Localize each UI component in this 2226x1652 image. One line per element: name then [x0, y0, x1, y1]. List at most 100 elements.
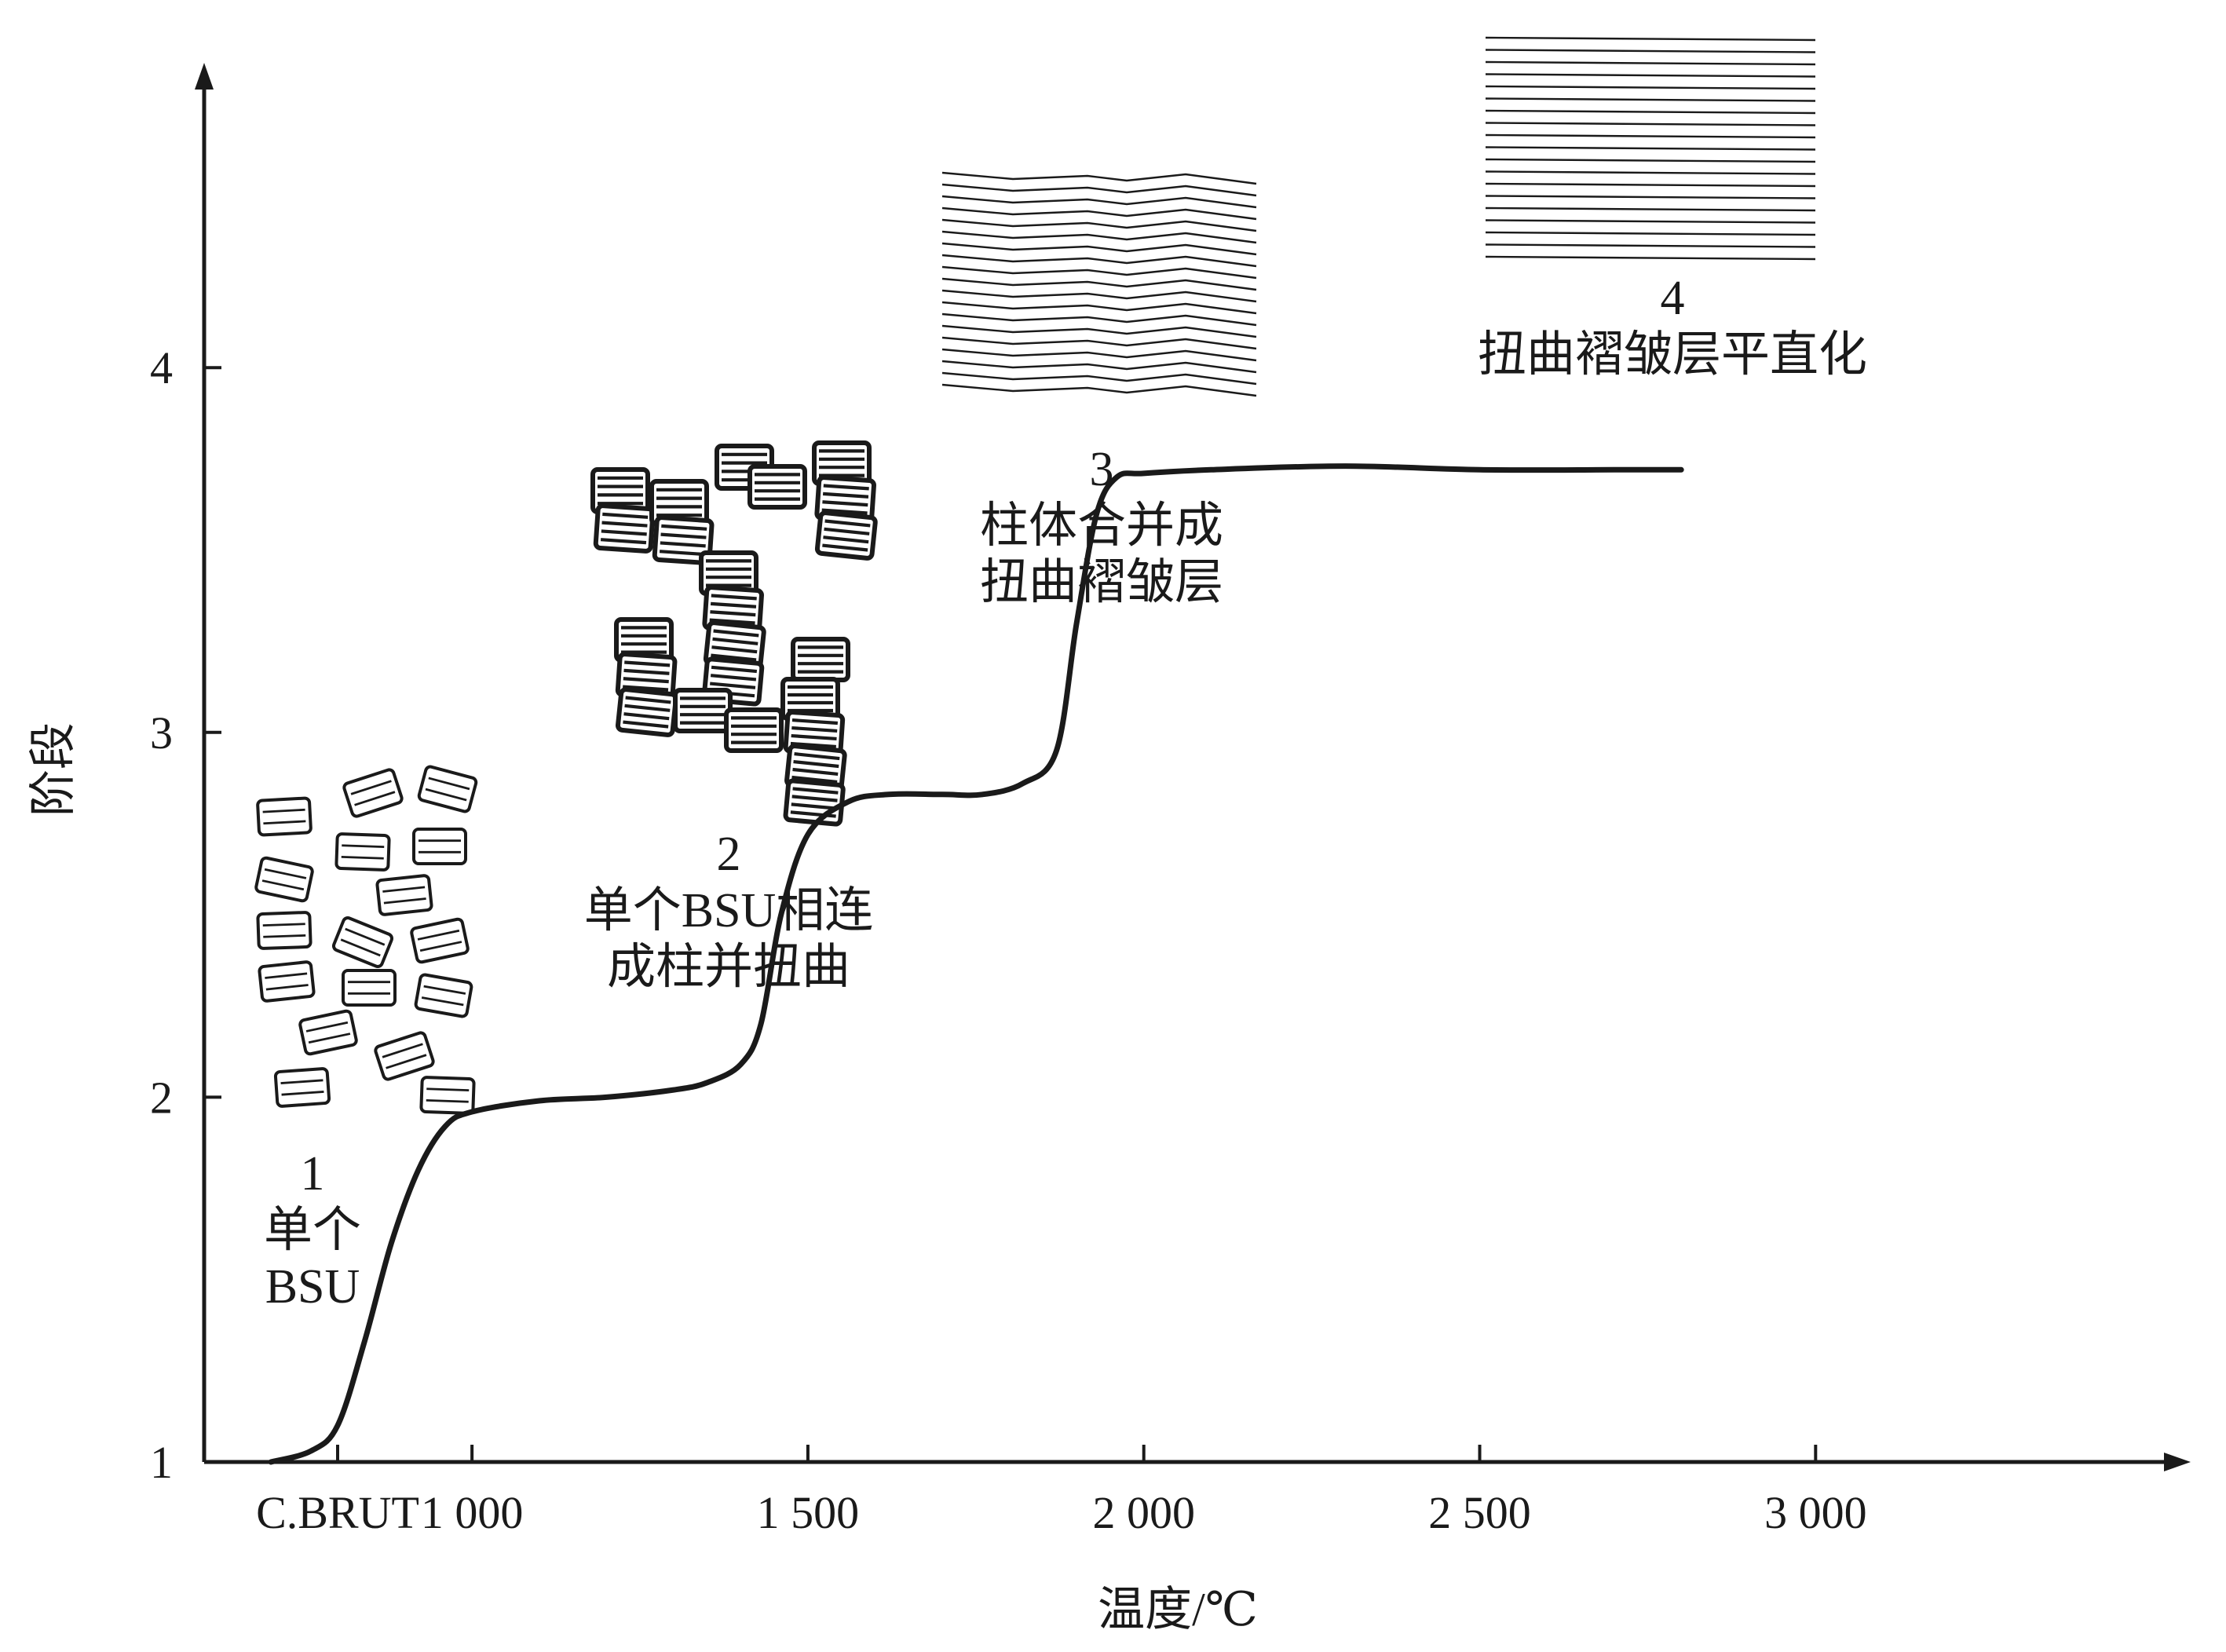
stage-1-text-line: 单个 [264, 1204, 361, 1257]
flat-layer [1485, 182, 1816, 188]
bsu-unit [814, 510, 878, 561]
wavy-layer [941, 265, 1257, 280]
flat-layer [1485, 133, 1816, 139]
wavy-layer [941, 324, 1257, 338]
bsu-unit [812, 440, 872, 486]
flat-layer [1485, 97, 1816, 102]
bsu-unit [374, 1031, 435, 1081]
bsu-unit [673, 688, 733, 733]
wavy-layer [941, 371, 1257, 386]
bsu-unit [342, 969, 397, 1007]
flat-layer [1485, 206, 1816, 212]
wavy-layer [941, 383, 1257, 397]
bsu-unit [298, 1009, 358, 1056]
bsu-unit [724, 707, 784, 753]
stage-2-text-line: 成柱并扭曲 [607, 941, 850, 994]
wavy-layer [941, 254, 1257, 268]
structure-illustrations [254, 36, 1816, 1115]
bsu-unit [615, 687, 678, 737]
wavy-layer [941, 195, 1257, 209]
bsu-unit [273, 1067, 331, 1108]
stage-4-illustration [1485, 36, 1816, 261]
y-axis-title: 阶段 [27, 722, 79, 817]
stage-2-text-line: 单个BSU相连 [584, 884, 874, 937]
wavy-layer [941, 301, 1257, 315]
stage-3-text-line: 柱体合并成 [980, 499, 1223, 553]
bsu-unit [791, 637, 850, 682]
bsu-unit [334, 832, 391, 872]
wavy-layer [941, 206, 1257, 221]
x-tick-label: 2 500 [1428, 1487, 1531, 1538]
bsu-unit [783, 778, 846, 827]
flat-layer [1485, 158, 1816, 163]
stage-3-number: 3 [1090, 443, 1114, 496]
y-tick-label: 4 [150, 342, 173, 393]
wavy-layer [941, 289, 1257, 303]
bsu-unit [410, 917, 470, 964]
series-line [268, 463, 1684, 1465]
wavy-layer [941, 277, 1257, 291]
bsu-unit [331, 916, 394, 968]
stage-3-illustration [941, 171, 1257, 397]
flat-layer [1485, 49, 1816, 53]
wavy-layer [941, 336, 1257, 350]
stage-1-text-line: BSU [265, 1260, 360, 1314]
stage-3-text-line: 扭曲褶皱层 [980, 556, 1223, 609]
flat-layer [1485, 85, 1816, 90]
x-axis-arrow [2164, 1453, 2191, 1471]
bsu-unit [652, 515, 715, 565]
flat-layer [1485, 255, 1816, 261]
flat-layer [1485, 122, 1816, 126]
axes [195, 63, 2191, 1471]
bsu-unit [702, 585, 764, 634]
wavy-layer [941, 183, 1257, 197]
wavy-layer [941, 312, 1257, 327]
bsu-unit [703, 620, 766, 671]
wavy-layer [941, 242, 1257, 256]
flat-layer [1485, 109, 1816, 115]
stage-1-illustration [254, 765, 478, 1115]
wavy-layer [941, 348, 1257, 362]
stage-1-number: 1 [301, 1147, 325, 1201]
flat-layer [1485, 195, 1816, 199]
bsu-unit [256, 911, 313, 950]
stage-curve [268, 463, 1684, 1465]
flat-layer [1485, 73, 1816, 78]
y-axis-arrow [195, 63, 214, 90]
bsu-unit [414, 973, 473, 1018]
bsu-unit [258, 960, 316, 1003]
wavy-layer [941, 230, 1257, 244]
bsu-unit [417, 765, 478, 813]
bsu-unit [814, 475, 876, 524]
wavy-layer [941, 171, 1257, 185]
flat-layer [1485, 243, 1816, 248]
flat-layer [1485, 146, 1816, 151]
bsu-unit [254, 856, 314, 903]
stage-4-text-line: 扭曲褶皱层平直化 [1478, 328, 1867, 382]
bsu-unit [375, 874, 433, 916]
bsu-unit [747, 464, 807, 510]
y-tick-label: 3 [150, 707, 173, 758]
bsu-unit [783, 710, 846, 757]
stage-4-number: 4 [1661, 272, 1685, 325]
stage-2-illustration [590, 440, 878, 827]
x-tick-label: 1 500 [757, 1487, 860, 1538]
flat-layer [1485, 231, 1816, 236]
x-tick-label: 1 000 [421, 1487, 524, 1538]
bsu-unit [590, 467, 650, 514]
bsu-unit [256, 796, 313, 837]
bsu-unit [649, 479, 709, 526]
x-tick-label: 2 000 [1092, 1487, 1195, 1538]
flat-layer [1485, 36, 1816, 42]
bsu-unit [412, 828, 467, 865]
flat-layer [1485, 219, 1816, 224]
flat-layer [1485, 170, 1816, 175]
bsu-unit [419, 1076, 476, 1115]
